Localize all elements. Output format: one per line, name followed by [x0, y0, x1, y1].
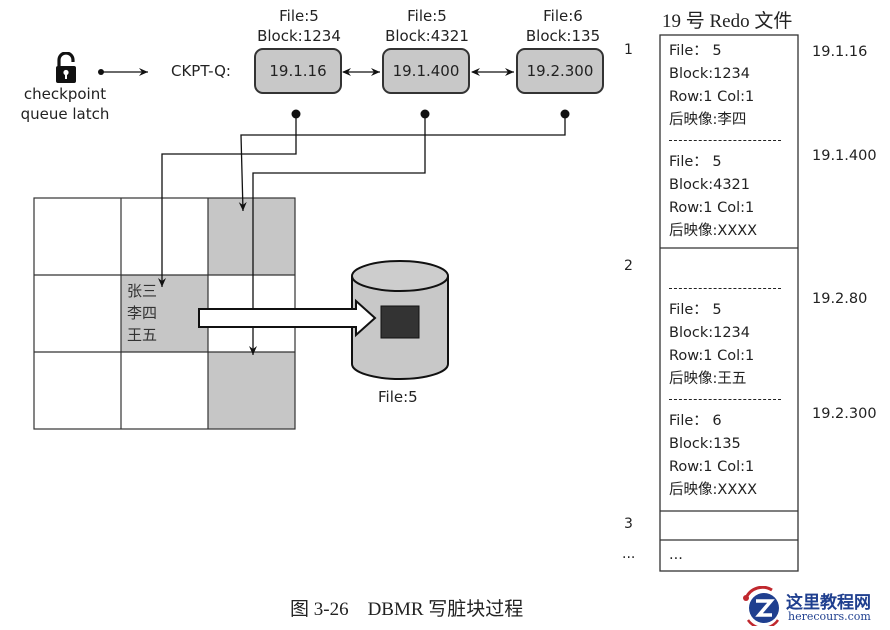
record-rowcol: Row:1 Col:1 — [669, 89, 755, 105]
redo-index-1: 1 — [624, 42, 633, 58]
record-separator — [669, 288, 781, 289]
record-rowcol: Row:1 Col:1 — [669, 459, 755, 475]
redo-index-2: 2 — [624, 258, 633, 274]
rba-label-3: 19.2.80 — [812, 291, 868, 307]
record-file: File： 6 — [669, 413, 722, 429]
record-block: Block:135 — [669, 436, 741, 452]
buffer-2[interactable]: 19.1.400 — [382, 48, 470, 94]
figure-caption: 图 3-26 DBMR 写脏块过程 — [290, 599, 524, 620]
cell-row-1: 张三 — [127, 282, 158, 300]
buffer-1[interactable]: 19.1.16 — [254, 48, 342, 94]
redo-index-3: 3 — [624, 516, 633, 532]
record-file: File： 5 — [669, 154, 722, 170]
dirty-cell-text: 张三 李四 王五 — [127, 280, 157, 346]
connector-19-2-300 — [238, 109, 570, 212]
buffer-2-header: File:5 Block:4321 — [372, 6, 482, 46]
record-after-image: 后映像:李四 — [669, 112, 747, 128]
dirty-cell-middle — [121, 275, 208, 352]
record-after-image: 后映像:XXXX — [669, 223, 758, 239]
buffer-1-rba: 19.1.16 — [269, 62, 327, 80]
datafile-label: File:5 — [378, 388, 418, 406]
watermark-logo — [742, 585, 782, 630]
latch-label-line1: checkpoint — [23, 85, 107, 103]
watermark-title: 这里教程网 — [786, 593, 871, 613]
redo-title: 19 号 Redo 文件 — [662, 11, 793, 32]
watermark-url: herecours.com — [788, 610, 871, 623]
record-after-image: 后映像:XXXX — [669, 482, 758, 498]
record-rowcol: Row:1 Col:1 — [669, 200, 755, 216]
rba-label-2: 19.1.400 — [812, 148, 877, 164]
z-logo-icon — [743, 585, 780, 630]
buffer-3-rba: 19.2.300 — [526, 62, 594, 80]
rba-label-4: 19.2.300 — [812, 406, 877, 422]
redo-index-4: ... — [622, 546, 636, 562]
buffer-2-block: Block:4321 — [385, 27, 469, 45]
redo-block-1: File： 5 Block:1234 Row:1 Col:1 后映像:李四 Fi… — [669, 40, 781, 243]
cell-row-2: 李四 — [127, 304, 158, 322]
buffer-1-file: File:5 — [279, 7, 319, 25]
redo-record: File： 5 Block:1234 Row:1 Col:1 后映像:李四 — [669, 40, 781, 132]
record-block: Block:1234 — [669, 325, 751, 341]
latch-label-line2: queue latch — [20, 105, 110, 123]
buffer-3[interactable]: 19.2.300 — [516, 48, 604, 94]
latch-label: checkpoint queue latch — [10, 84, 120, 124]
redo-record: File： 5 Block:4321 Row:1 Col:1 后映像:XXXX — [669, 151, 781, 243]
datafile-cylinder — [351, 260, 449, 380]
buffer-3-block: Block:135 — [525, 27, 601, 45]
redo-record: File： 5 Block:1234 Row:1 Col:1 后映像:王五 — [669, 299, 781, 391]
buffer-1-block: Block:1234 — [257, 27, 341, 45]
buffer-1-header: File:5 Block:1234 — [244, 6, 354, 46]
dirty-cell-bottom-right — [208, 352, 295, 429]
redo-record: File： 6 Block:135 Row:1 Col:1 后映像:XXXX — [669, 410, 781, 502]
write-arrow — [198, 298, 377, 338]
record-after-image: 后映像:王五 — [669, 371, 747, 387]
buffer-2-file: File:5 — [407, 7, 447, 25]
record-separator — [669, 399, 781, 400]
written-block — [380, 305, 420, 339]
record-block: Block:1234 — [669, 66, 751, 82]
cell-row-3: 王五 — [127, 326, 158, 344]
connector-19-1-16 — [158, 109, 301, 287]
redo-block-2: File： 5 Block:1234 Row:1 Col:1 后映像:王五 Fi… — [669, 278, 781, 502]
record-file: File： 5 — [669, 43, 722, 59]
record-rowcol: Row:1 Col:1 — [669, 348, 755, 364]
buffer-3-header: File:6 Block:135 — [508, 6, 618, 46]
ckpt-queue-label: CKPT-Q: — [171, 62, 231, 80]
record-separator — [669, 140, 781, 141]
record-file: File： 5 — [669, 302, 722, 318]
latch-arrow — [98, 68, 148, 76]
buffer-2-rba: 19.1.400 — [392, 62, 460, 80]
record-block: Block:4321 — [669, 177, 751, 193]
padlock-icon — [55, 51, 77, 84]
redo-file-box — [659, 34, 799, 572]
dirty-cell-top-right — [208, 198, 295, 275]
buffer-3-file: File:6 — [543, 7, 583, 25]
rba-label-1: 19.1.16 — [812, 44, 868, 60]
connector-19-1-400 — [249, 109, 430, 355]
redo-block-4-text: ... — [669, 547, 683, 563]
